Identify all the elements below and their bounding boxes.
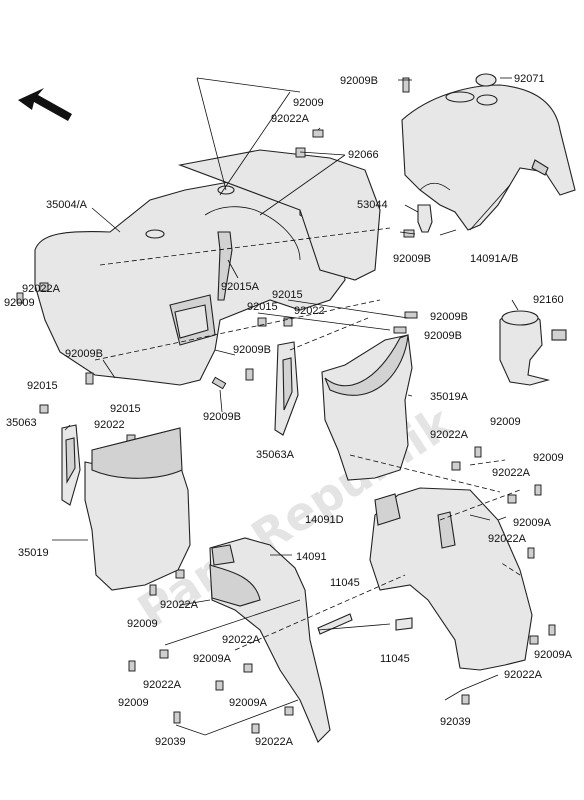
- label-92009: 92009: [533, 452, 564, 464]
- label-92009B: 92009B: [430, 311, 468, 323]
- label-92022A: 92022A: [222, 634, 261, 646]
- label-92015: 92015: [247, 301, 278, 313]
- side-cover-rear-left: [209, 537, 331, 743]
- label-92015A: 92015A: [221, 281, 260, 293]
- alignment-lines: [94, 227, 521, 651]
- label-92022A: 92022A: [488, 533, 527, 545]
- label-92022A: 92022A: [143, 679, 182, 691]
- label-92009B: 92009B: [424, 330, 462, 342]
- label-92009: 92009: [118, 697, 149, 709]
- label-14091AB: 14091A/B: [470, 253, 518, 265]
- label-92022A: 92022A: [255, 736, 294, 748]
- side-cover-upper-right: [401, 84, 576, 231]
- label-92015: 92015: [272, 289, 303, 301]
- label-92009: 92009: [4, 297, 35, 309]
- label-92009B: 92009B: [340, 75, 378, 87]
- front-arrow-icon: [18, 88, 72, 121]
- stay-11045-top: [317, 613, 353, 635]
- label-92022: 92022: [94, 419, 125, 431]
- bracket-35063A: [274, 341, 299, 436]
- label-35063: 35063: [6, 417, 37, 429]
- label-35063A: 35063A: [256, 449, 295, 461]
- label-92009B: 92009B: [203, 411, 241, 423]
- label-14091D: 14091D: [305, 514, 344, 526]
- label-92009: 92009: [490, 416, 521, 428]
- label-92039: 92039: [155, 736, 186, 748]
- leader-lines: [52, 77, 519, 736]
- mudguard-left: [84, 427, 191, 591]
- label-92015: 92015: [110, 403, 141, 415]
- label-14091: 14091: [296, 551, 327, 563]
- label-11045: 11045: [330, 577, 360, 589]
- label-35004A: 35004/A: [46, 199, 88, 211]
- stay-11045-bottom: [395, 617, 413, 631]
- bracket-35063: [61, 424, 81, 506]
- label-92160: 92160: [533, 294, 564, 306]
- label-53044: 53044: [357, 199, 388, 211]
- label-92009: 92009: [293, 97, 324, 109]
- label-92022A: 92022A: [22, 283, 61, 295]
- label-92009: 92009: [127, 618, 158, 630]
- label-92022A: 92022A: [271, 113, 310, 125]
- label-92071: 92071: [514, 73, 545, 85]
- label-92039: 92039: [440, 716, 471, 728]
- label-92009B: 92009B: [65, 348, 103, 360]
- label-92022A: 92022A: [160, 599, 199, 611]
- grommet-icon: [475, 73, 497, 87]
- label-92009A: 92009A: [534, 649, 573, 661]
- label-92066: 92066: [348, 149, 379, 161]
- label-92009A: 92009A: [193, 653, 232, 665]
- label-11045: 11045: [380, 653, 410, 665]
- label-35019: 35019: [18, 547, 49, 559]
- label-92009B: 92009B: [393, 253, 431, 265]
- mudguard-right: [321, 334, 413, 481]
- front-fender: [34, 149, 381, 386]
- label-92009A: 92009A: [229, 697, 268, 709]
- label-92022: 92022: [294, 305, 325, 317]
- label-92015: 92015: [27, 380, 58, 392]
- clip-icon: [417, 204, 433, 233]
- label-92022A: 92022A: [504, 669, 543, 681]
- callouts: 92009B 92071 92009 92022A 92066 35004/A …: [4, 73, 573, 748]
- label-35019A: 35019A: [430, 391, 469, 403]
- label-92009A: 92009A: [513, 517, 552, 529]
- air-cleaner-duct: [499, 310, 567, 386]
- label-92022A: 92022A: [492, 467, 531, 479]
- label-92022A: 92022A: [430, 429, 469, 441]
- side-cover-rear-right: [369, 487, 533, 671]
- label-92009B: 92009B: [233, 344, 271, 356]
